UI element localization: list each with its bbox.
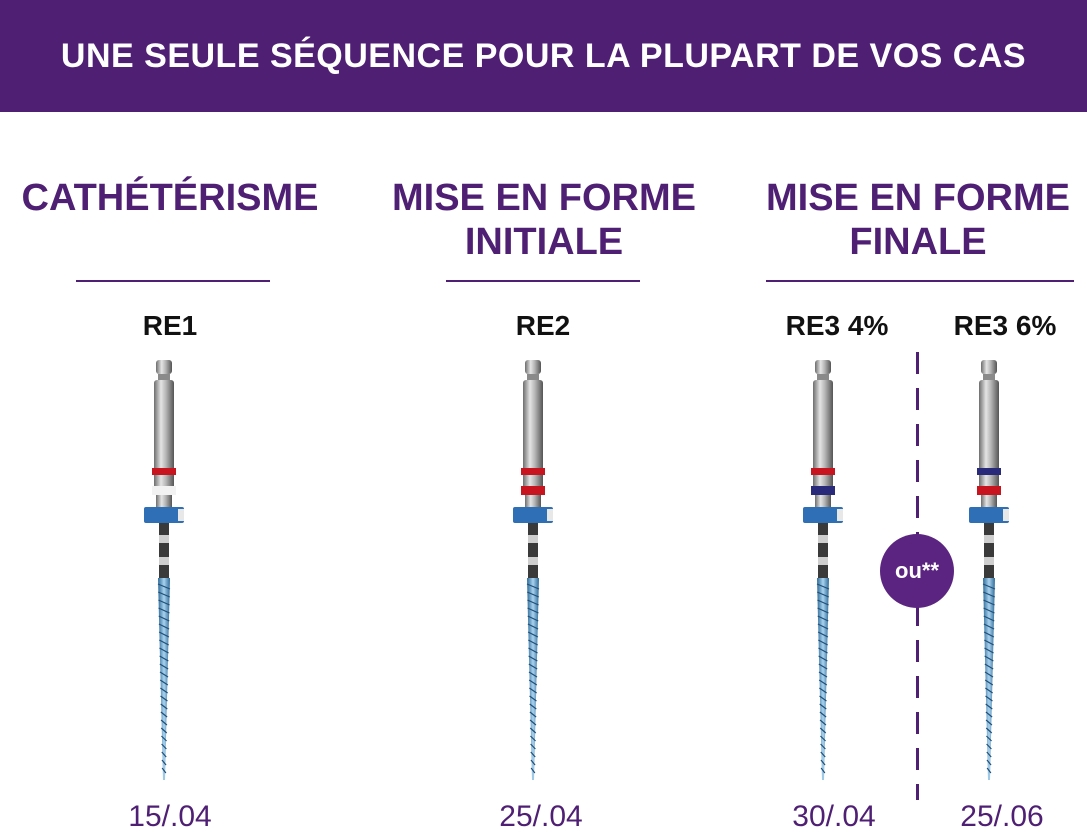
heading-rule-3 — [766, 280, 1074, 282]
file-label-re2: RE2 — [515, 310, 571, 341]
heading-rule-1 — [76, 280, 270, 282]
banner-title: UNE SEULE SÉQUENCE POUR LA PLUPART DE VO… — [60, 36, 1027, 75]
file-label-re1: RE1 — [142, 310, 198, 341]
heading-catheterisme: CATHÉTÉRISME — [21, 177, 319, 219]
endodontic-file-icon — [503, 360, 563, 790]
endodontic-file-icon — [959, 360, 1019, 790]
size-label-re1: 15/.04 — [128, 800, 212, 833]
header-banner: UNE SEULE SÉQUENCE POUR LA PLUPART DE VO… — [0, 0, 1087, 112]
endodontic-file-icon — [134, 360, 194, 790]
file-label-re3-6: RE3 6% — [953, 310, 1057, 341]
ou-badge-label: ou** — [895, 558, 939, 583]
heading-mise-en-forme-initiale: MISE EN FORME INITIALE — [391, 177, 697, 263]
heading-mise-en-forme-finale: MISE EN FORME FINALE — [765, 177, 1071, 263]
file-label-re3-4: RE3 4% — [785, 310, 889, 341]
size-label-re3-6: 25/.06 — [960, 800, 1044, 833]
ou-badge: ou** — [880, 534, 954, 608]
heading-rule-2 — [446, 280, 640, 282]
size-label-re3-4: 30/.04 — [792, 800, 876, 833]
endodontic-file-icon — [793, 360, 853, 790]
size-label-re2: 25/.04 — [499, 800, 583, 833]
